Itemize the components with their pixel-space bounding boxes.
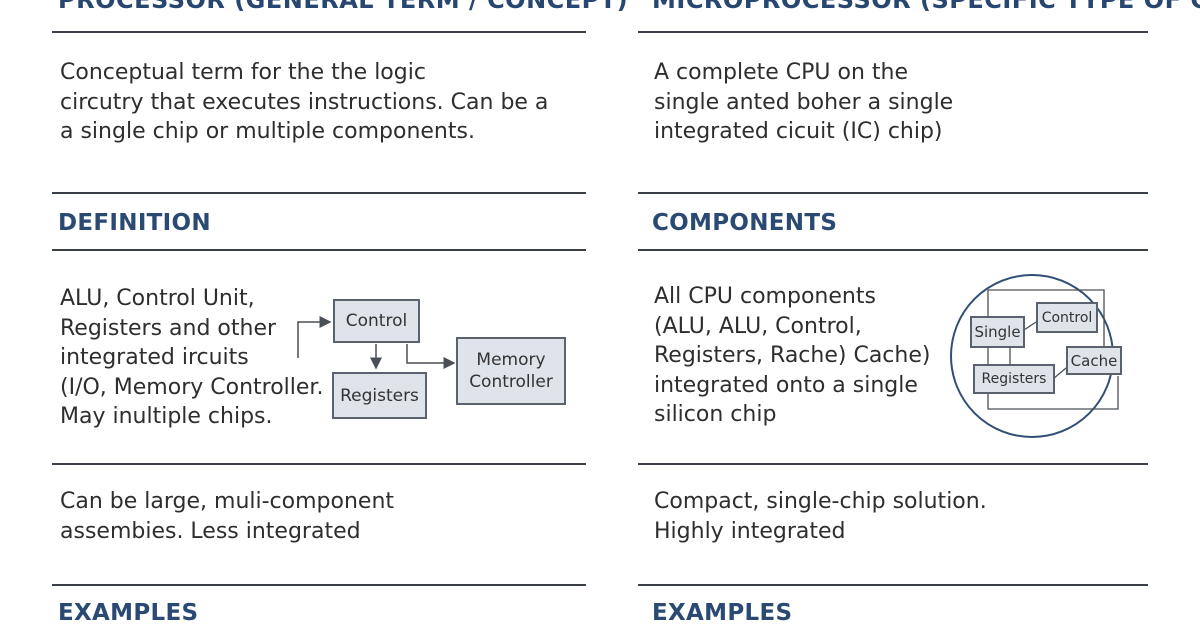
left-components-text: ALU, Control Unit, Registers and other i… [60,284,323,432]
chip-cache-label: Cache [1070,351,1118,370]
right-divider-3 [638,463,1148,465]
right-divider-1 [638,192,1148,194]
memory-controller-label: Memory [476,350,546,370]
left-section-examples: EXAMPLES [58,600,199,626]
left-intro-line: circutry that executes instructions. Can… [60,89,549,115]
right-components-line: Registers, Rache) Cache) [654,343,931,368]
right-intro-text: A complete CPU on the single anted boher… [654,58,953,147]
right-intro-line: A complete CPU on the [654,60,909,85]
chip-control-label: Control [1041,309,1093,326]
left-components-line: ALU, Control Unit, [60,286,255,311]
control-block-label: Control [345,311,408,331]
chip-bus-top [987,289,1105,350]
right-components-line: silicon chip [654,402,777,427]
left-divider-3 [52,463,586,465]
right-column-title: MICROPROCESSOR (SPECIFIC TYPE OF CPU) [652,0,1200,14]
memory-controller-block: Memory Controller [456,337,566,405]
registers-block: Registers [332,372,427,419]
right-section-components: COMPONENTS [652,210,838,236]
chip-control-block: Control [1036,302,1098,333]
control-block: Control [333,299,420,343]
left-divider-2 [52,249,586,251]
left-intro-line: Conceptual term for the the logic [60,60,426,85]
left-components-line: Registers and other [60,315,277,341]
chip-registers-label: Registers [981,371,1047,387]
registers-block-label: Registers [340,385,419,406]
chip-registers-block: Registers [973,364,1055,394]
right-components-text: All CPU components (ALU, ALU, Control, R… [654,282,930,430]
left-components-line: integrated ircuits [60,345,249,370]
right-components-line: integrated onto a single [654,372,918,398]
left-size-text: Can be large, muli-component assembies. … [60,487,394,546]
left-size-line: assembies. Less integrated [60,518,361,544]
left-components-line: May inultiple chips. [60,404,273,429]
right-components-line: All CPU components [654,284,876,309]
chip-cache-block: Cache [1066,346,1122,375]
right-size-line: Highly integrated [654,518,846,544]
right-title-divider [638,31,1148,33]
right-divider-4 [638,584,1148,586]
right-components-line: (ALU, ALU, Control, [654,313,862,339]
input-arrow [297,316,332,358]
left-intro-text: Conceptual term for the the logic circut… [60,58,548,147]
control-to-memory-arrow [406,344,456,369]
left-divider-4 [52,584,586,586]
registers-to-cache-link [1052,367,1067,380]
right-intro-line: integrated cicuit (IC) chip) [654,119,943,144]
left-title-divider [52,31,586,33]
right-section-examples: EXAMPLES [652,600,793,626]
left-section-definition: DEFINITION [58,210,211,236]
left-components-line: (I/O, Memory Controller. [60,374,324,400]
chip-single-label: Single [974,323,1021,341]
memory-controller-label: Controller [469,372,553,392]
right-divider-2 [638,249,1148,251]
left-column-title: PROCESSOR (GENERAL TERM / CONCEPT) [58,0,629,14]
right-size-line: Compact, single-chip solution. [654,489,987,514]
right-size-text: Compact, single-chip solution. Highly in… [654,487,987,546]
left-intro-line: a single chip or multiple components. [60,119,475,144]
chip-single-block: Single [970,316,1025,348]
left-divider-1 [52,192,586,194]
right-intro-line: single anted boher a single [654,89,954,115]
left-size-line: Can be large, muli-component [60,489,395,514]
